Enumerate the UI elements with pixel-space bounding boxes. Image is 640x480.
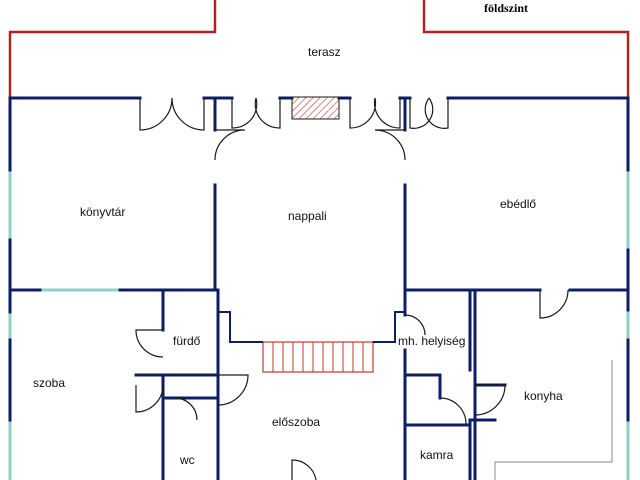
room-label-furdo: fürdő <box>173 334 201 348</box>
room-label-konyvtar: könyvtár <box>80 205 125 219</box>
room-label-kamra: kamra <box>420 448 454 462</box>
doors <box>135 97 569 480</box>
plan-title: földszint <box>484 1 528 15</box>
windows <box>8 170 630 480</box>
walls <box>8 96 630 480</box>
room-label-konyha: konyha <box>524 389 563 403</box>
staircase <box>218 311 405 373</box>
room-label-mh-helyiseg: mh. helyiség <box>398 334 465 348</box>
room-label-szoba: szoba <box>33 376 65 390</box>
room-label-terasz: terasz <box>308 45 341 59</box>
terrace-walls <box>8 0 630 100</box>
chimney-hatch <box>291 96 340 120</box>
room-label-nappali: nappali <box>288 209 327 223</box>
room-label-eloszoba: előszoba <box>272 415 320 429</box>
room-label-ebedlo: ebédlő <box>500 197 536 211</box>
room-label-wc: wc <box>179 453 195 467</box>
kitchen-counter <box>494 360 613 480</box>
